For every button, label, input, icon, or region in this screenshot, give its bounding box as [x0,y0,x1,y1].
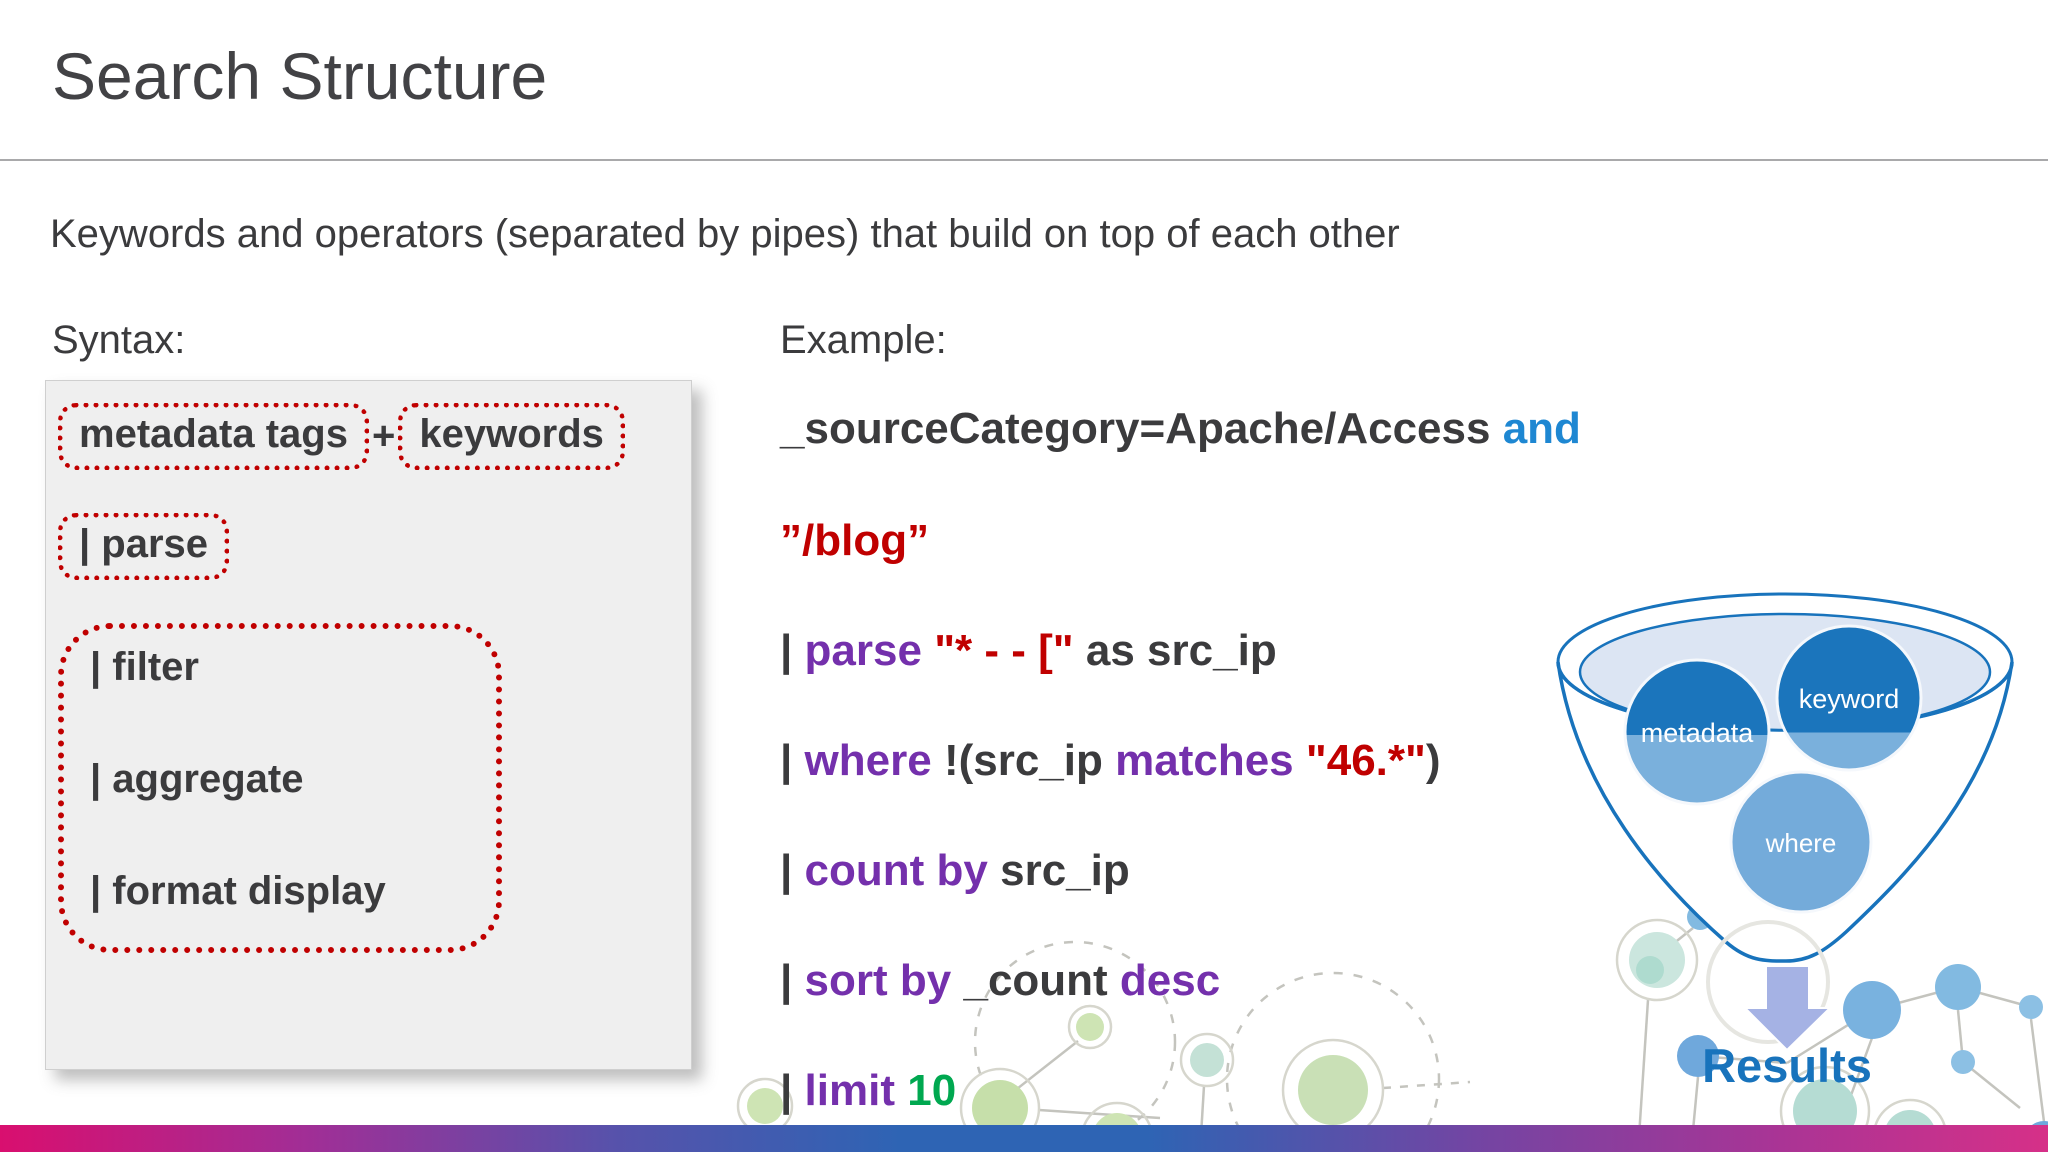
example-line-parse: | parse "* - - [" as src_ip [780,626,1277,676]
query-as-src-ip: as src_ip [1085,626,1277,675]
funnel-label-keyword: keyword [1799,684,1900,714]
syntax-heading: Syntax: [52,318,186,362]
query-text: _sourceCategory=Apache/Access [780,404,1503,453]
results-label: Results [1702,1039,1872,1092]
funnel-label-where: where [1765,828,1837,858]
funnel-circle-metadata [1623,658,1771,806]
page-title: Search Structure [52,39,548,113]
example-line-source-category: _sourceCategory=Apache/Access and [780,404,1581,454]
query-operator-matches: matches [1115,736,1306,785]
example-line-limit: | limit 10 [780,1066,956,1116]
keywords-label: keywords [419,412,604,456]
pipe: | [780,626,805,675]
funnel-body [1556,661,2014,963]
pipe: | [780,846,805,895]
query-field-count: _count [963,956,1120,1005]
syntax-filter-label: | filter [90,645,199,689]
query-operator-and: and [1502,404,1581,453]
example-line-count: | count by src_ip [780,846,1130,896]
plus-sign: + [371,413,396,458]
syntax-row-parse: | parse [58,513,230,580]
query-field-src-ip: src_ip [1000,846,1130,895]
metadata-tags-label: metadata tags [79,412,348,456]
query-string-blog: ”/blog” [780,516,930,565]
syntax-format-display-label: | format display [90,869,386,913]
metadata-tags-dotted-box: metadata tags [58,403,369,470]
slide-subtitle: Keywords and operators (separated by pip… [50,212,1400,256]
query-operator-where: where [804,736,944,785]
example-heading: Example: [780,318,947,362]
results-arrow-icon [1742,965,1833,1052]
title-divider [0,159,2048,161]
funnel-circle-keyword [1775,624,1923,772]
syntax-panel: metadata tags + keywords | parse | filter … [45,380,692,1070]
funnel-circle-where [1729,770,1873,914]
query-match-string: "46.*" [1305,736,1426,785]
query-limit-value: 10 [907,1066,957,1115]
funnel-label-metadata: metadata [1641,718,1755,748]
syntax-aggregate-label: | aggregate [90,757,304,801]
query-close-paren: ) [1425,736,1441,785]
operators-dotted-group: | filter | aggregate | format display [58,623,502,953]
query-operator-parse: parse [804,626,935,675]
query-negation: !(src_ip [943,736,1116,785]
example-line-where: | where !(src_ip matches "46.*") [780,736,1441,786]
query-operator-desc: desc [1119,956,1221,1005]
query-operator-sort-by: sort by [804,956,964,1005]
pipe: | [780,736,805,785]
keywords-dotted-box: keywords [398,403,625,470]
example-line-sort: | sort by _count desc [780,956,1220,1006]
query-parse-pattern: "* - - [" [934,626,1086,675]
footer-gradient-bar [0,1125,2048,1152]
query-operator-count-by: count by [804,846,1001,895]
pipe: | [780,956,805,1005]
parse-dotted-box: | parse [58,513,230,580]
funnel-rim [1556,592,2014,732]
query-operator-limit: limit [804,1066,908,1115]
example-line-blog: ”/blog” [780,516,929,566]
syntax-row-metadata-keywords: metadata tags + keywords [58,403,625,470]
pipe: | [780,1066,805,1115]
arrow-halo-ring [1706,920,1830,1044]
funnel-liquid-surface [1578,612,1992,732]
parse-label: | parse [79,522,209,566]
